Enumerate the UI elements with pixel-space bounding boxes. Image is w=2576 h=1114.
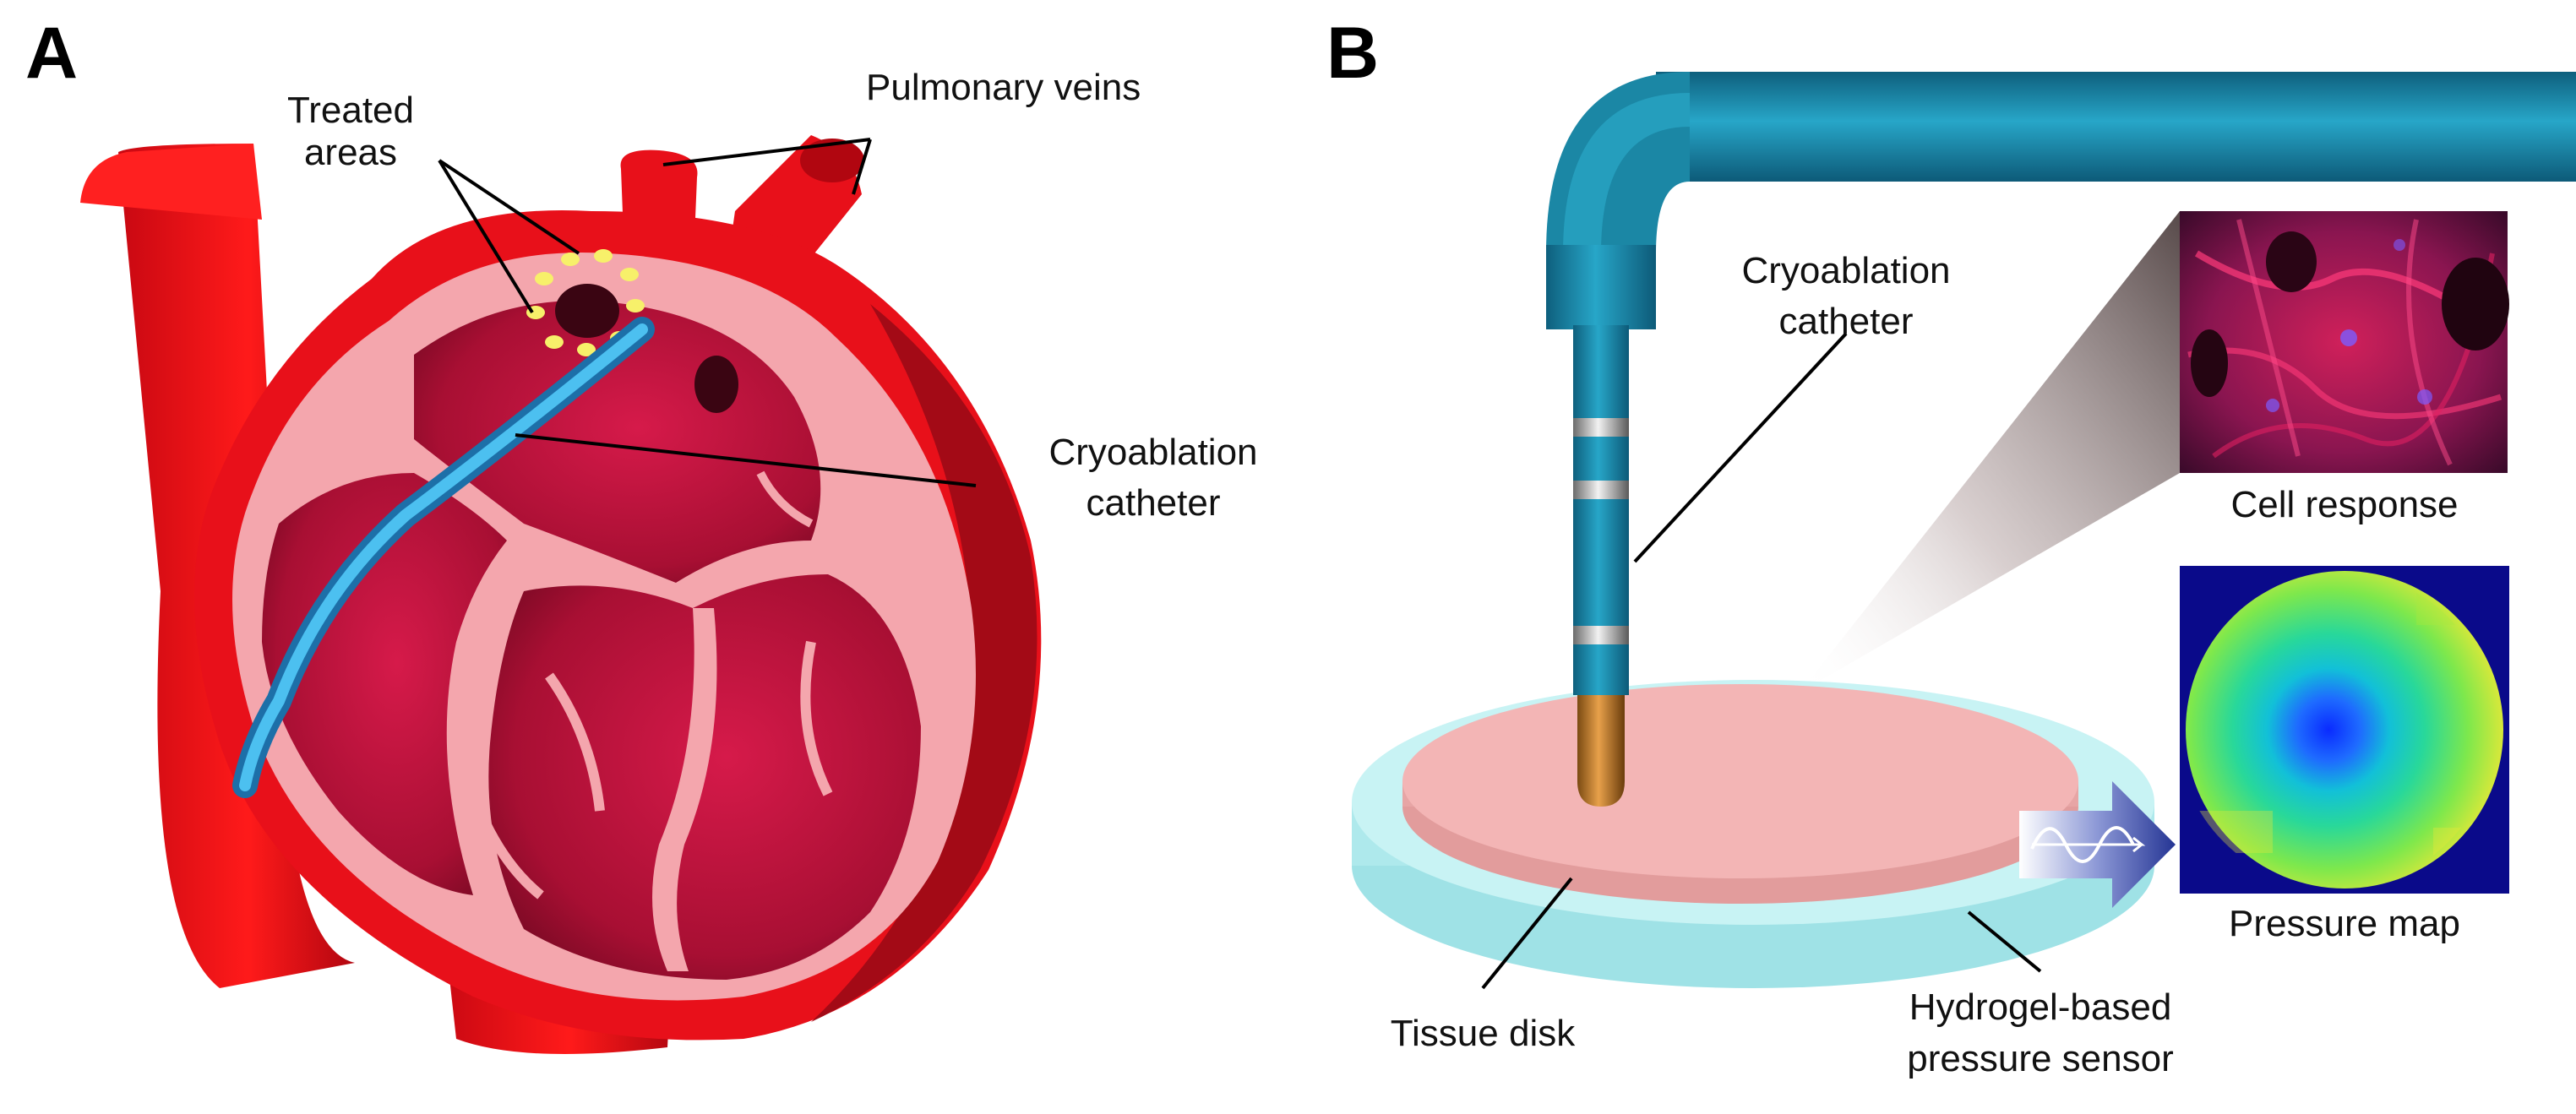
leader-cryo-b — [1633, 332, 1848, 563]
tissue-disk — [1402, 684, 2078, 904]
zoom-beam — [1800, 211, 2180, 693]
panel-a-letter: A — [25, 13, 78, 94]
panel-b-letter: B — [1326, 13, 1379, 94]
panel-b: B — [1326, 13, 2576, 1079]
label-cell-response: Cell response — [2230, 484, 2458, 525]
right-atrium — [262, 473, 507, 895]
label-hydrogel-line2: pressure sensor — [1907, 1038, 2173, 1079]
cell-response-image — [2180, 211, 2509, 473]
leader-pulmonary-2 — [852, 139, 872, 195]
vein-opening — [555, 284, 619, 338]
label-pulmonary-veins: Pulmonary veins — [866, 67, 1141, 108]
leader-hydrogel — [1967, 910, 2042, 973]
leader-treated-1 — [438, 159, 580, 255]
label-cryo-b-line2: catheter — [1779, 301, 1914, 342]
label-cryo-a-line1: Cryoablation — [1048, 432, 1257, 473]
leader-tissue — [1481, 877, 1573, 990]
leader-cryo-a — [515, 433, 977, 487]
label-cryo-a-line2: catheter — [1086, 482, 1221, 524]
label-tissue-disk: Tissue disk — [1391, 1013, 1576, 1054]
leader-pulmonary-1 — [662, 138, 871, 166]
label-treated-line2: areas — [304, 132, 397, 173]
panel-a: A — [25, 13, 1258, 1054]
signal-arrow — [2019, 781, 2176, 908]
label-pressure-map: Pressure map — [2229, 903, 2460, 944]
vein-opening-2 — [694, 356, 738, 413]
label-hydrogel-line1: Hydrogel-based — [1909, 986, 2172, 1028]
label-treated-line1: Treated — [287, 90, 414, 131]
pressure-map-image — [2180, 566, 2509, 894]
cryoablation-catheter-b — [1546, 72, 2576, 807]
label-cryo-b-line1: Cryoablation — [1741, 250, 1950, 291]
leader-treated-2 — [438, 159, 534, 314]
